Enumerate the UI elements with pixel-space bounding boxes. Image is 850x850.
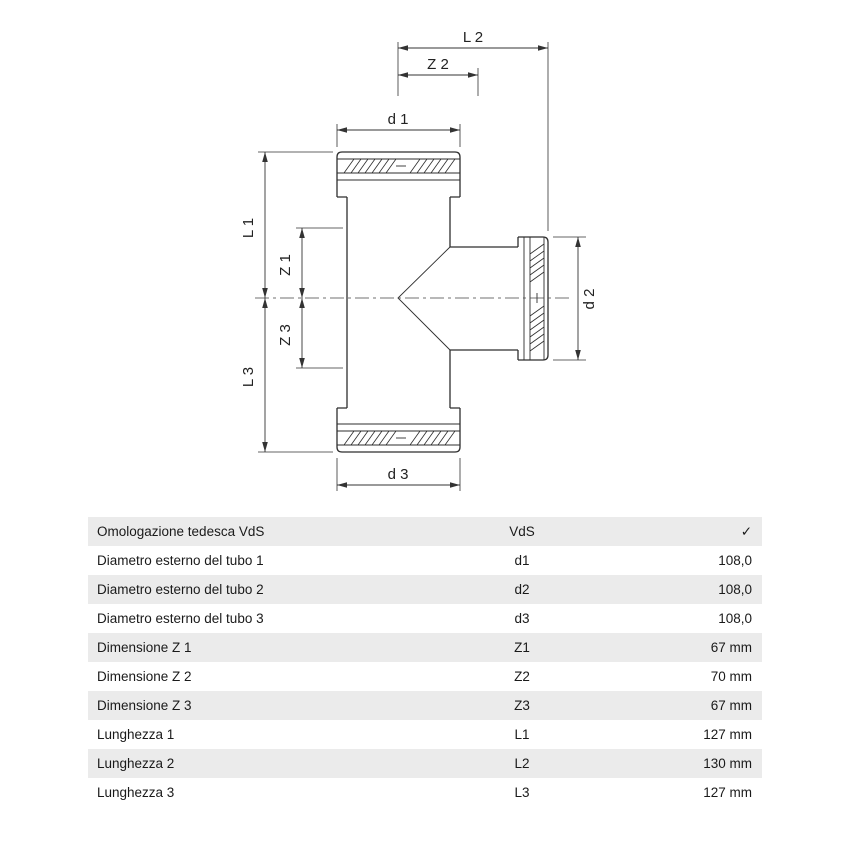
spec-label: Lunghezza 3	[97, 785, 175, 800]
spec-value: 108,0	[718, 582, 752, 597]
spec-symbol: Z1	[514, 640, 530, 655]
table-row: Lunghezza 2 L2 130 mm	[88, 749, 762, 778]
dim-label-z2: Z 2	[427, 56, 449, 73]
table-row: Lunghezza 3 L3 127 mm	[88, 778, 762, 807]
spec-label: Lunghezza 2	[97, 756, 175, 771]
spec-label: Dimensione Z 3	[97, 698, 192, 713]
spec-symbol: VdS	[509, 524, 535, 539]
dim-label-z3: Z 3	[277, 324, 294, 346]
spec-label: Diametro esterno del tubo 1	[97, 553, 264, 568]
spec-label: Dimensione Z 1	[97, 640, 192, 655]
table-row: Dimensione Z 2 Z2 70 mm	[88, 662, 762, 691]
dim-label-l1: L 1	[240, 218, 257, 238]
table-row: Lunghezza 1 L1 127 mm	[88, 720, 762, 749]
dimension-labels: L 2 Z 2 d 1 L 1 Z 1 Z 3 L 3 d 2 d 3	[240, 29, 598, 483]
tee-body-outline	[336, 151, 549, 453]
dimension-lines	[262, 45, 581, 488]
spec-label: Dimensione Z 2	[97, 669, 192, 684]
press-socket-details	[337, 158, 545, 446]
spec-value: 127 mm	[703, 785, 752, 800]
spec-value: ✓	[740, 523, 752, 539]
fitting-diagram: L 2 Z 2 d 1 L 1 Z 1 Z 3 L 3 d 2 d 3	[240, 29, 598, 491]
spec-symbol: Z2	[514, 669, 530, 684]
spec-value: 67 mm	[710, 640, 752, 655]
dim-label-l2: L 2	[463, 29, 483, 46]
spec-label: Omologazione tedesca VdS	[97, 524, 265, 539]
dim-label-z1: Z 1	[277, 254, 294, 276]
spec-value: 108,0	[718, 611, 752, 626]
dim-label-l3: L 3	[240, 367, 257, 387]
spec-value: 130 mm	[703, 756, 752, 771]
spec-value: 70 mm	[710, 669, 752, 684]
spec-label: Lunghezza 1	[97, 727, 175, 742]
spec-table: Omologazione tedesca VdS VdS ✓ Diametro …	[88, 517, 762, 807]
table-row: Diametro esterno del tubo 2 d2 108,0	[88, 575, 762, 604]
spec-value: 127 mm	[703, 727, 752, 742]
table-row: Omologazione tedesca VdS VdS ✓	[88, 517, 762, 546]
dim-label-d1: d 1	[388, 111, 409, 128]
spec-symbol: d1	[514, 553, 530, 568]
spec-symbol: Z3	[514, 698, 530, 713]
table-row: Diametro esterno del tubo 3 d3 108,0	[88, 604, 762, 633]
spec-symbol: L1	[514, 727, 530, 742]
table-row: Dimensione Z 3 Z3 67 mm	[88, 691, 762, 720]
table-row: Dimensione Z 1 Z1 67 mm	[88, 633, 762, 662]
spec-value: 108,0	[718, 553, 752, 568]
spec-symbol: L2	[514, 756, 530, 771]
tee-fitting-drawing: L 2 Z 2 d 1 L 1 Z 1 Z 3 L 3 d 2 d 3	[240, 29, 598, 491]
table-row: Diametro esterno del tubo 1 d1 108,0	[88, 546, 762, 575]
dim-label-d3: d 3	[388, 466, 409, 483]
dim-label-d2: d 2	[581, 289, 598, 310]
spec-label: Diametro esterno del tubo 2	[97, 582, 264, 597]
spec-symbol: L3	[514, 785, 530, 800]
spec-symbol: d2	[514, 582, 530, 597]
spec-symbol: d3	[514, 611, 530, 626]
spec-value: 67 mm	[710, 698, 752, 713]
spec-label: Diametro esterno del tubo 3	[97, 611, 264, 626]
